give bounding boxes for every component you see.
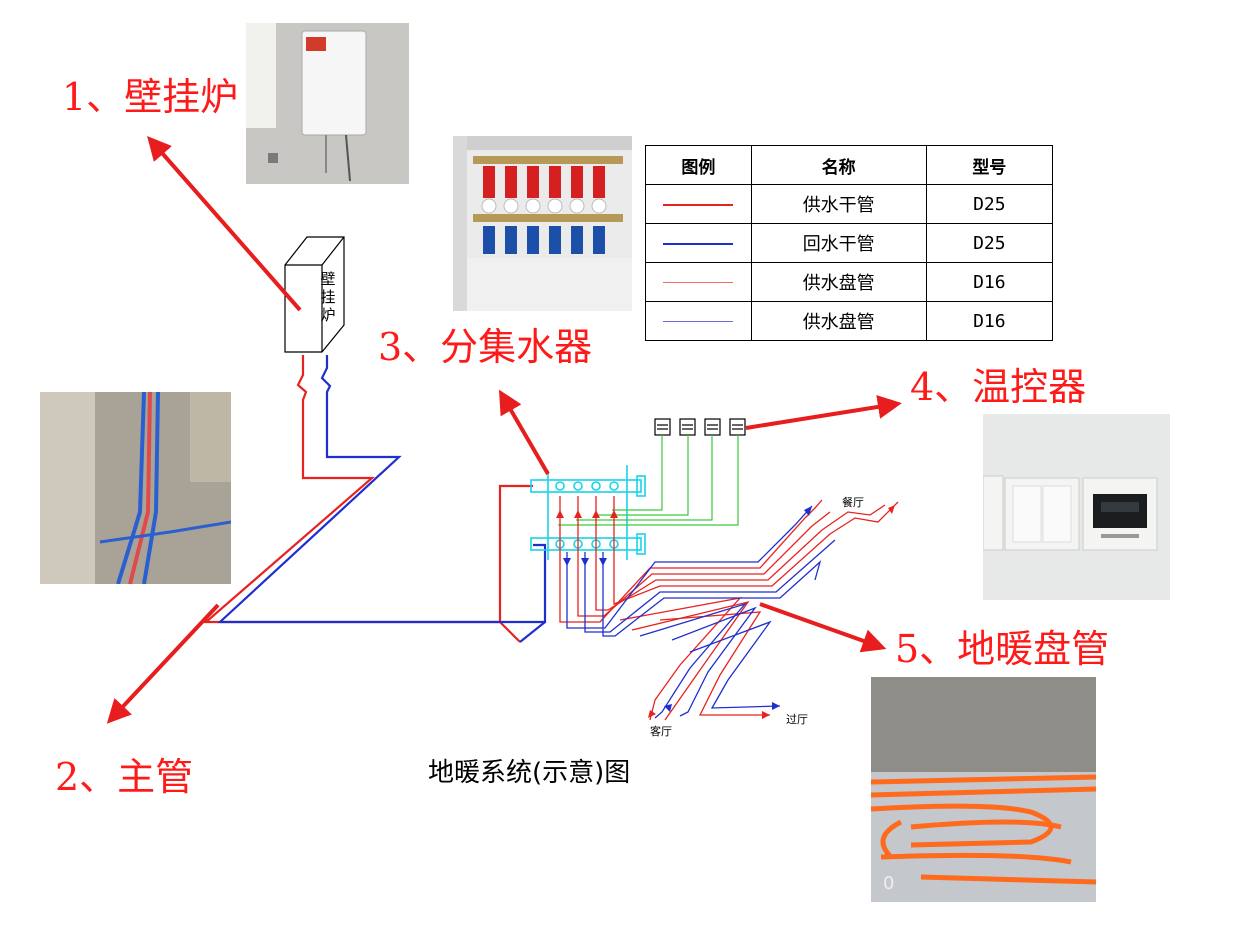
- arrow-to-manifold-label: [498, 389, 550, 476]
- legend-row: 供水干管 D25: [645, 184, 1054, 224]
- annotation-arrows: [106, 135, 902, 724]
- label-floor-coil: 5、地暖盘管: [895, 627, 1110, 671]
- legend-model: D25: [925, 184, 1054, 224]
- loop-arrows: [556, 505, 895, 719]
- arrow-to-main-pipe-label: [106, 603, 220, 724]
- thermostat-photo-art: [983, 414, 1170, 600]
- boiler-photo: [246, 23, 409, 184]
- manifold-photo: [453, 136, 632, 311]
- legend-model: D25: [925, 223, 1054, 263]
- legend-swatch: [663, 321, 734, 322]
- main-return-pipe: [217, 355, 547, 643]
- legend-swatch-cell: [645, 223, 752, 263]
- arrow-to-boiler-label: [147, 135, 302, 312]
- control-wires: [558, 435, 739, 526]
- label-manifold: 3、分集水器: [378, 325, 593, 369]
- supply-loops: [559, 496, 899, 721]
- legend-header-row: 图例 名称 型号: [645, 145, 1054, 185]
- arrow-to-floor-coil-label: [759, 602, 887, 653]
- legend-name: 供水盘管: [750, 262, 927, 302]
- legend-model: D16: [925, 301, 1054, 341]
- main-pipe-photo-art: [40, 392, 231, 584]
- boiler-box: [284, 236, 345, 353]
- room-label-corridor: 过厅: [786, 713, 808, 726]
- legend-swatch: [663, 282, 734, 283]
- legend-swatch: [663, 203, 734, 206]
- legend-model: D16: [925, 262, 1054, 302]
- arrow-to-thermostat-label: [745, 395, 902, 430]
- legend-header-model: 型号: [925, 145, 1054, 185]
- legend-swatch: [663, 242, 734, 245]
- legend-row: 回水干管 D25: [645, 223, 1054, 263]
- label-boiler: 1、壁挂炉: [62, 75, 239, 119]
- thermostat-icons: [654, 418, 746, 436]
- legend-row: 供水盘管 D16: [645, 262, 1054, 302]
- floor-coil-photo-art: 0: [871, 677, 1096, 902]
- loop-arrows-return: [563, 506, 812, 712]
- boiler-char-2: 挂: [320, 288, 336, 306]
- legend-swatch-cell: [645, 184, 752, 224]
- manifold-photo-art: [453, 136, 632, 311]
- diagram-caption: 地暖系统(示意)图: [428, 758, 631, 788]
- floor-coil-photo: 0: [871, 677, 1096, 902]
- label-main-pipe: 2、主管: [55, 755, 194, 799]
- legend-swatch-cell: [645, 262, 752, 302]
- room-label-dining: 餐厅: [842, 496, 864, 509]
- legend-table: 图例 名称 型号 供水干管 D25 回水干管 D25 供水盘管 D16 供水盘管…: [645, 145, 1054, 341]
- manifold: [530, 465, 646, 560]
- main-supply-pipe: [203, 355, 533, 643]
- legend-row: 供水盘管 D16: [645, 301, 1054, 341]
- boiler-box-text: 壁 挂 炉: [318, 270, 338, 324]
- legend-name: 供水盘管: [750, 301, 927, 341]
- boiler-char-1: 壁: [320, 270, 336, 288]
- boiler-photo-art: [246, 23, 409, 184]
- svg-text:0: 0: [883, 873, 894, 894]
- main-pipe-photo: [40, 392, 231, 584]
- legend-name: 回水干管: [750, 223, 927, 263]
- return-loops: [566, 505, 836, 719]
- thermostat-photo: [983, 414, 1170, 600]
- label-thermostat: 4、温控器: [910, 365, 1087, 409]
- boiler-char-3: 炉: [320, 306, 336, 324]
- legend-swatch-cell: [645, 301, 752, 341]
- room-label-living: 客厅: [650, 725, 672, 738]
- legend-header-name: 名称: [750, 145, 927, 185]
- legend-name: 供水干管: [750, 184, 927, 224]
- legend-header-symbol: 图例: [645, 145, 752, 185]
